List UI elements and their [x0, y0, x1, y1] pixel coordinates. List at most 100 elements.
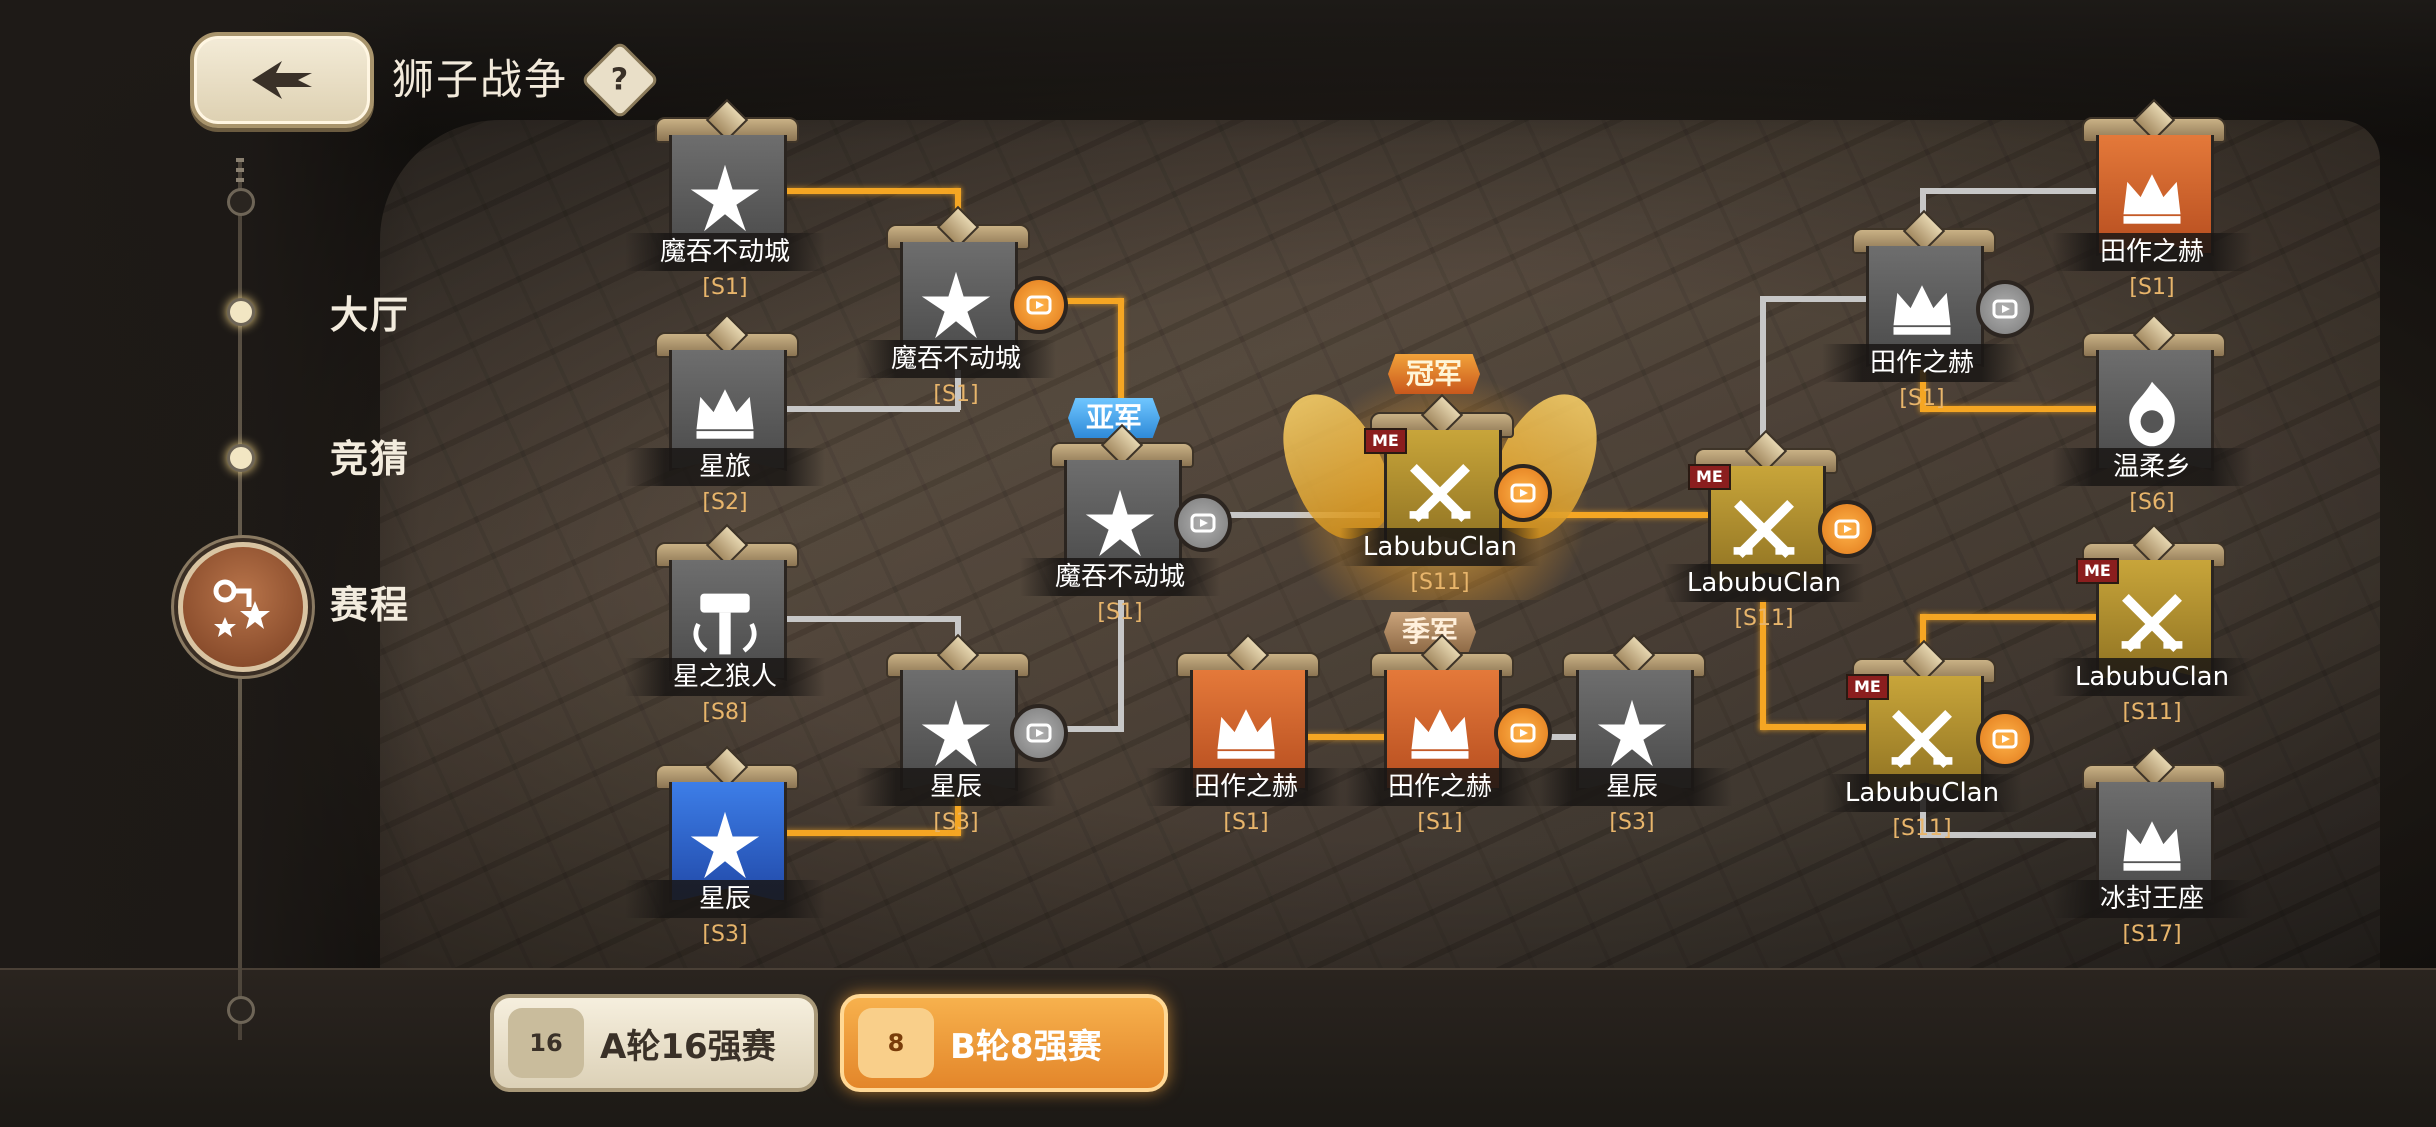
connector	[1920, 370, 1926, 410]
nav-active-schedule-icon[interactable]	[178, 542, 308, 672]
connector	[1180, 512, 1380, 518]
team-card[interactable]: 星旅 [S2]	[625, 330, 825, 530]
team-name: 星辰	[625, 880, 825, 918]
replay-button[interactable]	[1976, 280, 2034, 338]
me-badge: ME	[2076, 558, 2119, 584]
team-name: 田作之赫	[2052, 233, 2252, 271]
team-name: 魔吞不动城	[1020, 558, 1220, 596]
team-card[interactable]: 魔吞不动城 [S1]	[625, 115, 825, 315]
team-season: [S2]	[702, 490, 748, 515]
champion-tag: 冠军	[1388, 354, 1481, 394]
connector	[1016, 726, 1124, 732]
replay-button[interactable]	[1494, 464, 1552, 522]
crown-emblem-icon	[696, 389, 754, 439]
team-name: LabubuClan	[1664, 564, 1864, 602]
connector	[780, 830, 960, 836]
connector	[1920, 832, 2098, 838]
bracket-map-icon	[213, 579, 270, 637]
me-badge: ME	[1846, 674, 1889, 700]
replay-button[interactable]	[1818, 500, 1876, 558]
replay-button[interactable]	[1976, 710, 2034, 768]
nav-item-schedule[interactable]: 赛程	[330, 583, 411, 627]
team-card[interactable]: ME LabubuClan [S11]	[1664, 446, 1876, 646]
connector	[1016, 298, 1124, 304]
connector	[1118, 600, 1124, 732]
connector	[1760, 296, 1766, 446]
team-name: 星辰	[1532, 768, 1732, 806]
team-name: 温柔乡	[2052, 448, 2252, 486]
connector	[1920, 406, 2098, 412]
back-arrow-icon	[252, 61, 312, 99]
team-name: 田作之赫	[1822, 344, 2022, 382]
flame-emblem-icon	[2129, 381, 2175, 447]
team-season: [S11]	[2122, 700, 2182, 725]
team-name: 星辰	[856, 768, 1056, 806]
team-card[interactable]: 星辰 [S3]	[1532, 650, 1732, 850]
team-card[interactable]: 魔吞不动城 [S1]	[1020, 440, 1232, 640]
replay-button[interactable]	[1174, 494, 1232, 552]
team-name: 田作之赫	[1340, 768, 1540, 806]
crown-emblem-icon	[2123, 174, 2181, 224]
team-card[interactable]: 星辰 [S3]	[856, 650, 1068, 850]
team-season: [S1]	[933, 382, 979, 407]
connector	[1920, 188, 2098, 194]
me-badge: ME	[1364, 428, 1407, 454]
round-a-tab[interactable]: 16 A轮16强赛	[490, 994, 818, 1092]
team-card[interactable]: ME LabubuClan [S11]	[1822, 656, 2034, 856]
team-name: 星旅	[625, 448, 825, 486]
crown-emblem-icon	[1411, 709, 1469, 759]
team-name: 魔吞不动城	[856, 340, 1056, 378]
team-card[interactable]: 田作之赫 [S1]	[1146, 650, 1346, 850]
team-name: 星之狼人	[625, 658, 825, 696]
video-icon	[1026, 295, 1052, 315]
help-icon: ?	[611, 62, 629, 98]
team-card[interactable]: 魔吞不动城 [S1]	[856, 222, 1068, 422]
team-card[interactable]: 星之狼人 [S8]	[625, 540, 825, 740]
nav-rail-dots	[236, 158, 244, 188]
team-card[interactable]: 冰封王座 [S17]	[2052, 762, 2252, 962]
team-card[interactable]: 田作之赫 [S1]	[2052, 115, 2252, 315]
video-icon	[1992, 729, 2018, 749]
team-card[interactable]: 田作之赫 [S1]	[1340, 650, 1552, 850]
team-name: 田作之赫	[1146, 768, 1346, 806]
crown-emblem-icon	[1217, 709, 1275, 759]
round-b-label: B轮8强赛	[950, 1026, 1102, 1067]
nav-item-lobby[interactable]: 大厅	[330, 293, 411, 337]
round-b-tab[interactable]: 8 B轮8强赛	[840, 994, 1168, 1092]
trophy-16-icon: 16	[508, 1008, 584, 1078]
champion-card[interactable]: ME LabubuClan [S11]	[1340, 410, 1552, 610]
video-icon	[1992, 299, 2018, 319]
team-season: [S3]	[702, 922, 748, 947]
team-season: [S11]	[1410, 570, 1470, 595]
team-card[interactable]: 温柔乡 [S6]	[2052, 330, 2252, 530]
team-season: [S1]	[1097, 600, 1143, 625]
team-season: [S11]	[1734, 606, 1794, 631]
crossed-swords-icon	[2121, 594, 2183, 653]
crown-emblem-icon	[1893, 285, 1951, 335]
team-season: [S6]	[2129, 490, 2175, 515]
replay-button[interactable]	[1010, 276, 1068, 334]
hammer-emblem-icon	[693, 593, 757, 655]
team-season: [S1]	[1899, 386, 1945, 411]
star-emblem-icon	[921, 699, 991, 767]
connector	[955, 370, 961, 410]
team-card[interactable]: 田作之赫 [S1]	[1822, 226, 2034, 426]
connector	[1300, 734, 1390, 740]
team-season: [S1]	[702, 275, 748, 300]
video-icon	[1190, 513, 1216, 533]
back-button[interactable]	[190, 32, 374, 128]
nav-item-guess[interactable]: 竞猜	[330, 437, 411, 481]
replay-button[interactable]	[1010, 704, 1068, 762]
crossed-swords-icon	[1733, 500, 1795, 559]
star-emblem-icon	[1597, 699, 1667, 767]
team-name: LabubuClan	[1822, 774, 2022, 812]
connector	[780, 406, 960, 412]
team-name: 魔吞不动城	[625, 233, 825, 271]
video-icon	[1026, 723, 1052, 743]
nav-dot-lobby	[227, 298, 255, 326]
connector	[1530, 512, 1710, 518]
team-card[interactable]: 星辰 [S3]	[625, 762, 825, 962]
connector	[955, 798, 961, 836]
team-card[interactable]: ME LabubuClan [S11]	[2052, 540, 2252, 740]
replay-button[interactable]	[1494, 704, 1552, 762]
